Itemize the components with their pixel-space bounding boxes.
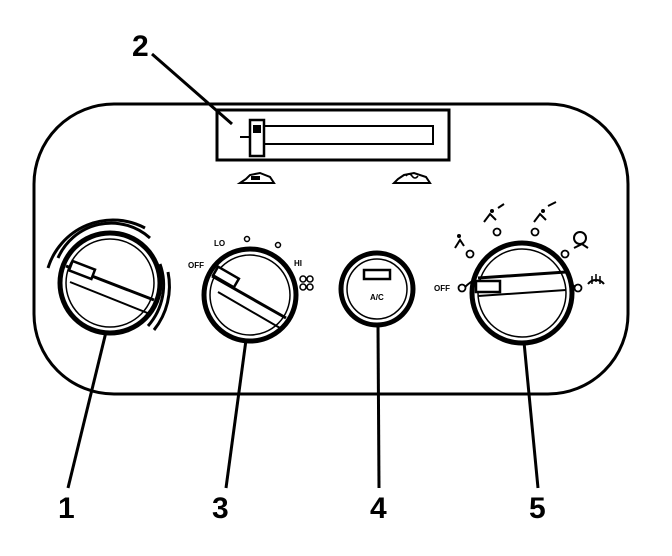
fan-hi-label: HI [294, 259, 302, 268]
slider-bezel [215, 108, 451, 162]
ac-button-face [346, 258, 408, 320]
leader-line-4 [376, 324, 381, 489]
slider-knob-grip [253, 125, 261, 133]
ac-button-label: A/C [370, 293, 384, 302]
knob1-face [65, 238, 155, 328]
bilevel-mode-icon [483, 203, 505, 223]
mode-off-label: OFF [434, 284, 450, 293]
floor-mode-icon [454, 234, 465, 249]
blend-mode-icon [573, 231, 589, 249]
slider-track [254, 125, 434, 145]
vent-mode-icon [533, 201, 557, 223]
callout-number-2: 2 [132, 30, 149, 63]
ac-button-body[interactable] [338, 250, 416, 328]
ac-button[interactable]: A/C [338, 250, 416, 328]
knob3-face [209, 254, 291, 336]
mode-dot-bilevel [492, 227, 502, 237]
knob1-pointer-indicator [67, 259, 97, 281]
callout-number-5: 5 [529, 492, 546, 525]
mode-dot-floor [465, 249, 475, 259]
leader-line-2 [151, 52, 233, 126]
temperature-slider[interactable] [215, 108, 451, 162]
mode-dot-vent [530, 227, 540, 237]
fan-lo-label: LO [214, 239, 225, 248]
knob3-body[interactable] [201, 246, 299, 344]
fan-speed-dot-2 [243, 235, 251, 243]
defrost-mode-icon [587, 274, 605, 285]
control-panel-outline [32, 102, 630, 396]
knob3-pointer-line-lower [217, 291, 281, 329]
fan-off-label: OFF [188, 261, 204, 270]
fan-speed-dot-3 [274, 241, 282, 249]
callout-number-1: 1 [58, 492, 75, 525]
ac-indicator-light [362, 268, 392, 281]
fan-icon [299, 275, 314, 291]
callout-number-3: 3 [212, 492, 229, 525]
knob5-pointer-indicator [474, 279, 502, 294]
warm-car-icon [391, 171, 432, 184]
mode-selector-knob[interactable]: OFF [434, 201, 605, 346]
leader-line-3 [224, 339, 248, 489]
knob1-arc-right-outer [152, 271, 171, 331]
leader-line-1 [66, 331, 108, 489]
mode-dot-defrost [573, 283, 583, 293]
knob1-arc-top [56, 221, 152, 259]
air-distribution-knob[interactable] [46, 218, 171, 336]
knob3-pointer-indicator [211, 264, 241, 290]
fan-speed-knob[interactable]: OFF LO HI [188, 235, 314, 344]
knob1-arc-outer [46, 218, 146, 269]
knob1-arc-right [146, 263, 166, 327]
mode-dot-blend [560, 249, 570, 259]
cold-car-icon [236, 171, 276, 184]
knob1-pointer-line-lower [69, 281, 151, 315]
mode-dot-off [457, 283, 467, 293]
leader-line-5 [522, 341, 540, 489]
knob5-pointer-line-lower [477, 289, 567, 297]
knob5-pointer-line [477, 270, 567, 280]
callout-number-4: 4 [370, 492, 387, 525]
